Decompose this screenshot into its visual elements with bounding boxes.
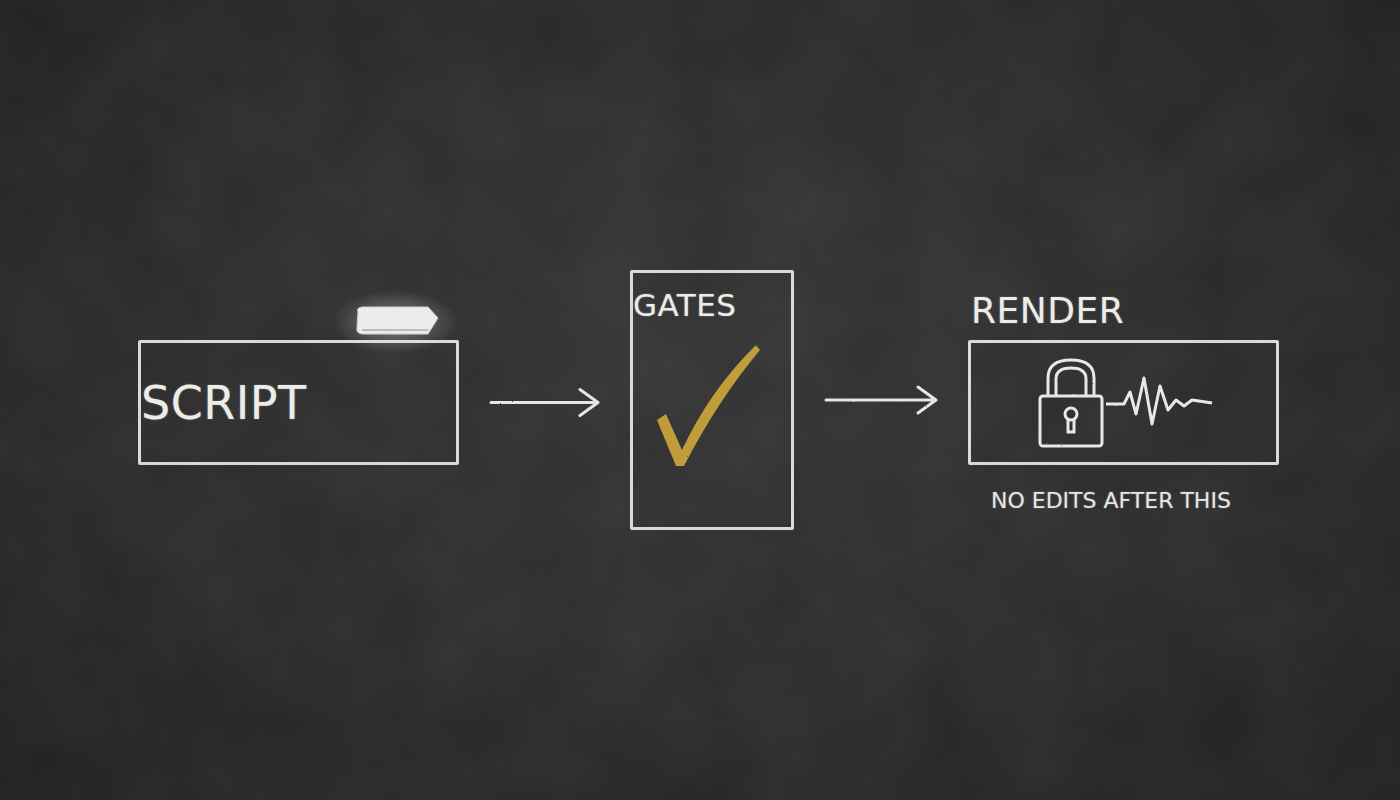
node-title: SCRIPT [141,376,307,430]
render-box: RENDER [968,340,1279,465]
chalk-piece [333,290,457,354]
lock-icon [1040,360,1102,446]
gate-box: GATES [630,270,794,530]
node-title: RENDER [971,290,1124,331]
note-label: NO EDITS AFTER THIS [991,488,1231,513]
audio-waveform [1106,378,1212,424]
flow-arrow [826,387,936,413]
flow-arrow [491,390,598,416]
node-title: GATES [633,287,737,323]
process-box: SCRIPT [138,340,459,465]
check-mark [657,345,760,466]
